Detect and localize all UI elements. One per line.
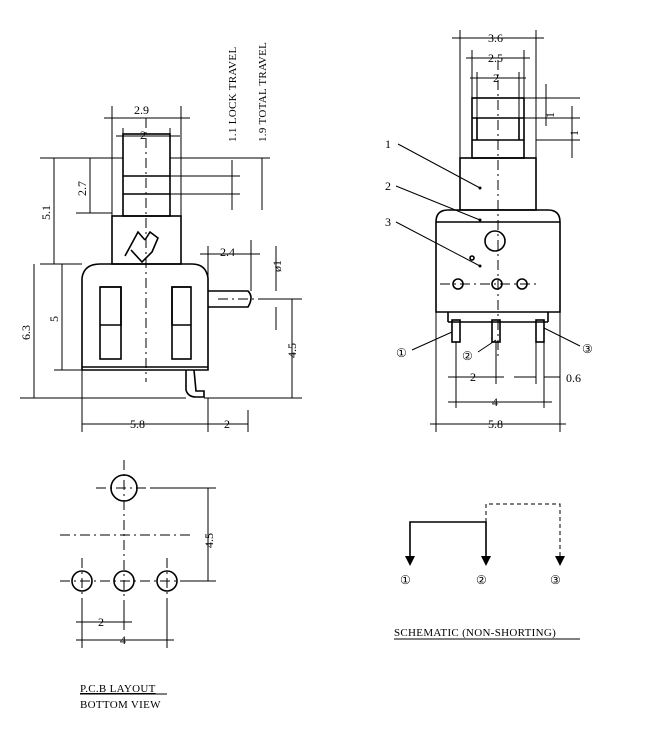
dim-w-3-6: 3.6 [488, 31, 503, 45]
front-view: 3.6 2.5 2 1 1 1 2 3 ① ② ③ [385, 30, 593, 432]
side-leg [185, 369, 205, 398]
dim-h-1b: 1 [567, 130, 581, 136]
front-pin-label-1: ① [396, 346, 407, 360]
dim-pin-w: 0.6 [566, 371, 581, 385]
pcb-hole-3 [156, 570, 178, 592]
dim-pin-pitch: 2 [470, 370, 476, 384]
dim-pin-height: 4.5 [285, 343, 299, 358]
dim-h-5: 5 [47, 316, 61, 322]
front-pin-label-2: ② [462, 349, 473, 363]
dim-body-width: 5.8 [130, 417, 145, 431]
pcb-hole-1 [71, 570, 93, 592]
side-housing [81, 263, 209, 371]
pcb-dim-pitch: 2 [98, 615, 104, 629]
front-center-hole [484, 230, 506, 252]
dim-total-5-8: 5.8 [488, 417, 503, 431]
dim-pin-len: 2.4 [220, 245, 235, 259]
schematic-solid-contact [409, 521, 487, 564]
dim-pin-dia: ø1 [270, 260, 284, 272]
pcb-title: P.C.B LAYOUT [80, 683, 156, 695]
dim-span-4: 4 [492, 395, 498, 409]
dim-total-travel: 1.9 TOTAL TRAVEL [257, 42, 269, 142]
schematic: ① ② ③ SCHEMATIC (NON-SHORTING) [394, 503, 580, 640]
dim-top-width: 2.9 [134, 103, 149, 117]
dim-h-5-1: 5.1 [39, 205, 53, 220]
callout-2: 2 [385, 179, 391, 193]
front-pin-1 [451, 319, 461, 343]
pcb-dim-h-4-5: 4.5 [202, 533, 216, 548]
schematic-pin-1: ① [400, 573, 411, 587]
dim-w-2: 2 [493, 71, 499, 85]
dim-h-2-7: 2.7 [75, 181, 89, 196]
front-pin-label-3: ③ [582, 342, 593, 356]
dim-pin-offset: 2 [224, 417, 230, 431]
front-pin-3 [535, 319, 545, 343]
dim-h-6-3: 6.3 [19, 325, 33, 340]
callout-1: 1 [385, 137, 391, 151]
dim-lock-travel: 1.1 LOCK TRAVEL [227, 47, 239, 142]
side-view: 2.9 2 1.1 LOCK TRAVEL 1.9 TOTAL TRAVEL 5… [19, 42, 302, 432]
dim-w-2-5: 2.5 [488, 51, 503, 65]
pcb-layout: 4.5 2 4 P.C.B LAYOUT BOTTOM VIEW [60, 460, 216, 711]
pcb-dim-span: 4 [120, 633, 126, 647]
side-latch [124, 230, 159, 264]
dim-top-inner: 2 [140, 128, 146, 142]
schematic-pin-3: ③ [550, 573, 561, 587]
front-pin-2 [491, 319, 501, 343]
schematic-dashed-contact [485, 503, 561, 564]
dim-h-1a: 1 [543, 112, 557, 118]
pcb-subtitle: BOTTOM VIEW [80, 699, 161, 711]
schematic-pin-2: ② [476, 573, 487, 587]
schematic-title: SCHEMATIC (NON-SHORTING) [394, 627, 556, 639]
callout-3: 3 [385, 215, 391, 229]
side-pin [208, 290, 252, 308]
